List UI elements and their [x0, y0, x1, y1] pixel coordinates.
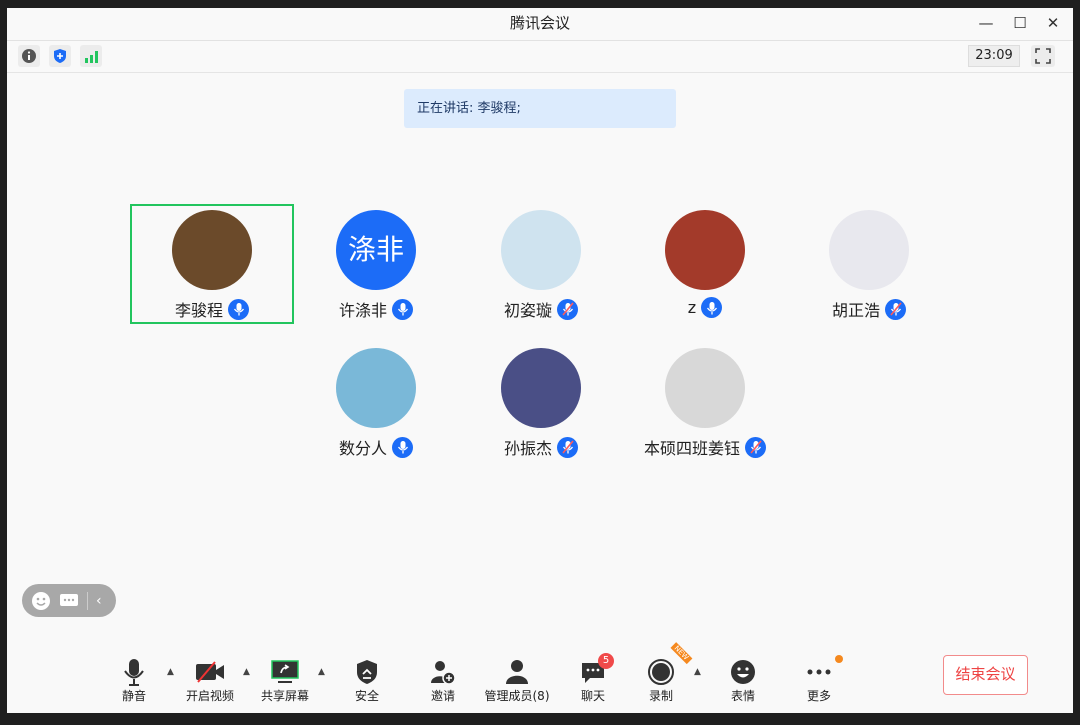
floating-reactions-bar[interactable]: ‹	[22, 584, 116, 617]
participant-name: 许涤非	[338, 301, 387, 320]
more-dots-icon	[807, 669, 831, 675]
mic-muted-icon	[557, 298, 578, 320]
mic-muted-icon	[557, 436, 578, 458]
meeting-clock: 23:09	[968, 45, 1020, 67]
end-meeting-button[interactable]: 结束会议	[943, 655, 1028, 695]
microphone-icon	[124, 659, 144, 686]
minimize-button[interactable]: —	[978, 14, 994, 32]
chat-bubble-icon[interactable]	[59, 591, 79, 611]
more-button[interactable]: 更多	[784, 655, 854, 704]
mic-icon	[392, 436, 413, 458]
signal-icon[interactable]	[80, 45, 102, 67]
mic-icon	[392, 298, 413, 320]
info-icon[interactable]	[18, 45, 40, 67]
chat-unread-badge: 5	[598, 653, 614, 669]
avatar	[665, 348, 745, 428]
avatar	[336, 348, 416, 428]
participant-tile[interactable]: 孙振杰	[459, 342, 623, 462]
emoji-icon[interactable]	[31, 591, 51, 611]
participant-name: 李骏程	[174, 301, 223, 320]
collapse-chevron-icon[interactable]: ‹	[96, 592, 102, 609]
mic-muted-icon	[745, 436, 766, 458]
participant-name: 数分人	[338, 439, 387, 458]
avatar: 涤非	[336, 210, 416, 290]
title-bar: 腾讯会议 — ☐ ✕	[7, 8, 1073, 41]
video-options-caret[interactable]: ▲	[243, 667, 250, 677]
speaking-indicator: 正在讲话: 李骏程;	[404, 89, 676, 128]
security-button[interactable]: 安全	[332, 657, 402, 704]
mute-options-caret[interactable]: ▲	[167, 667, 174, 677]
avatar	[172, 210, 252, 290]
participant-name: 胡正浩	[831, 301, 880, 320]
reactions-button[interactable]: 表情	[708, 657, 778, 704]
mic-icon	[701, 297, 723, 318]
avatar	[665, 210, 745, 290]
mic-muted-icon	[885, 298, 906, 320]
participant-tile[interactable]: 李骏程	[130, 204, 294, 324]
participant-name: 本硕四班姜钰	[643, 439, 740, 458]
close-button[interactable]: ✕	[1046, 14, 1060, 32]
participant-tile[interactable]: z	[623, 204, 787, 324]
start-video-button[interactable]: 开启视频	[175, 657, 245, 704]
maximize-button[interactable]: ☐	[1013, 14, 1027, 32]
share-screen-button[interactable]: 共享屏幕	[250, 657, 320, 704]
participant-tile[interactable]: 本硕四班姜钰	[623, 342, 787, 462]
smiley-icon	[731, 660, 755, 684]
invite-user-icon	[431, 661, 456, 685]
notification-dot	[835, 655, 843, 663]
participant-tile[interactable]: 初姿璇	[459, 204, 623, 324]
avatar	[829, 210, 909, 290]
shield-icon	[357, 660, 377, 684]
record-icon	[648, 659, 674, 685]
participant-tile[interactable]: 数分人	[294, 342, 458, 462]
record-options-caret[interactable]: ▲	[694, 667, 701, 677]
invite-button[interactable]: 邀请	[408, 657, 478, 704]
security-shield-icon[interactable]	[49, 45, 71, 67]
participant-tile[interactable]: 胡正浩	[787, 204, 951, 324]
avatar	[501, 210, 581, 290]
video-off-icon	[196, 661, 224, 683]
window-title: 腾讯会议	[509, 14, 570, 32]
mute-button[interactable]: 静音	[99, 657, 169, 704]
avatar	[501, 348, 581, 428]
members-icon	[506, 660, 528, 684]
participant-name: 初姿璇	[503, 301, 552, 320]
participant-tile[interactable]: 涤非许涤非	[294, 204, 458, 324]
mic-icon	[228, 298, 249, 320]
participant-name: 孙振杰	[503, 439, 552, 458]
fullscreen-icon[interactable]	[1031, 45, 1055, 67]
info-bar: 23:09	[7, 41, 1073, 73]
chat-icon	[582, 663, 604, 683]
share-options-caret[interactable]: ▲	[318, 667, 325, 677]
manage-members-button[interactable]: 管理成员(8)	[474, 657, 560, 704]
share-screen-icon	[271, 660, 299, 683]
participant-name: z	[687, 298, 697, 317]
